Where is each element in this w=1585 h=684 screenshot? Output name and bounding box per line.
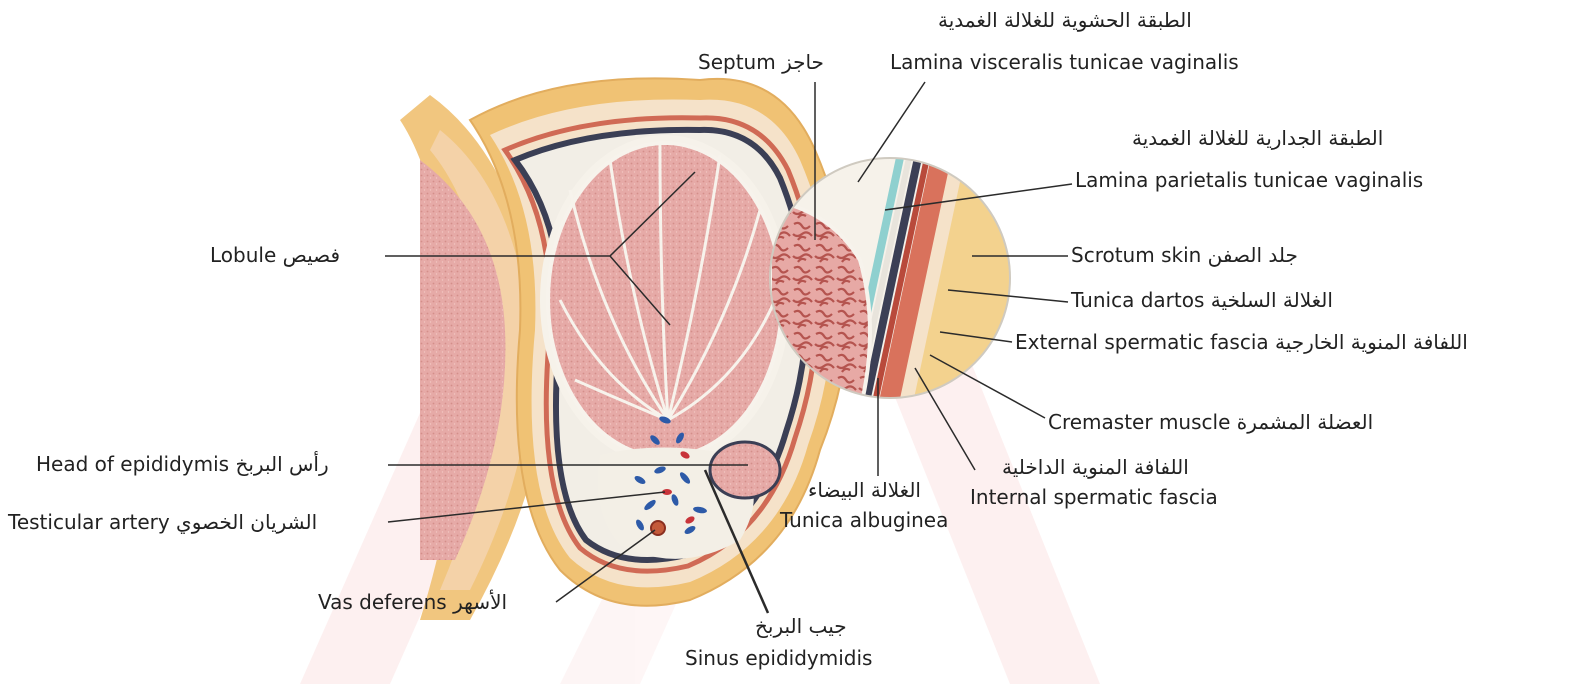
label-internal-spermatic-fascia: Internal spermatic fascia	[970, 485, 1218, 509]
label-external-spermatic-fascia: External spermatic fascia اللفافة المنوي…	[1015, 330, 1468, 354]
label-lamina-parietalis-arabic: الطبقة الجدارية للغلالة الغمدية	[1132, 126, 1383, 150]
label-lobule: Lobule فصيص	[210, 243, 340, 267]
label-tunica-dartos: Tunica dartos الغلالة السلخية	[1071, 288, 1333, 312]
label-sinus-epididymidis: Sinus epididymidis	[685, 646, 872, 670]
testis-body	[540, 135, 790, 465]
label-vas-deferens: Vas deferens الأسهر	[318, 590, 507, 614]
label-scrotum-skin: Scrotum skin جلد الصفن	[1071, 243, 1298, 267]
label-lamina-parietalis: Lamina parietalis tunicae vaginalis	[1075, 168, 1423, 192]
label-tunica-albuginea-arabic: الغلالة البيضاء	[808, 478, 921, 502]
label-cremaster-muscle: Cremaster muscle العضلة المشمرة	[1048, 410, 1373, 434]
label-sinus-epididymidis-arabic: جيب البربخ	[755, 614, 847, 638]
label-testicular-artery: Testicular artery الشريان الخصوي	[8, 510, 317, 534]
label-septum: Septum حاجز	[698, 50, 824, 74]
label-tunica-albuginea: Tunica albuginea	[780, 508, 948, 532]
label-internal-spermatic-fascia-arabic: اللفافة المنوية الداخلية	[1002, 455, 1189, 479]
label-head-of-epididymis: Head of epididymis رأس البربخ	[36, 452, 329, 476]
label-lamina-visceralis: Lamina visceralis tunicae vaginalis	[890, 50, 1239, 74]
label-lamina-visceralis-arabic: الطبقة الحشوية للغلالة الغمدية	[938, 8, 1192, 32]
